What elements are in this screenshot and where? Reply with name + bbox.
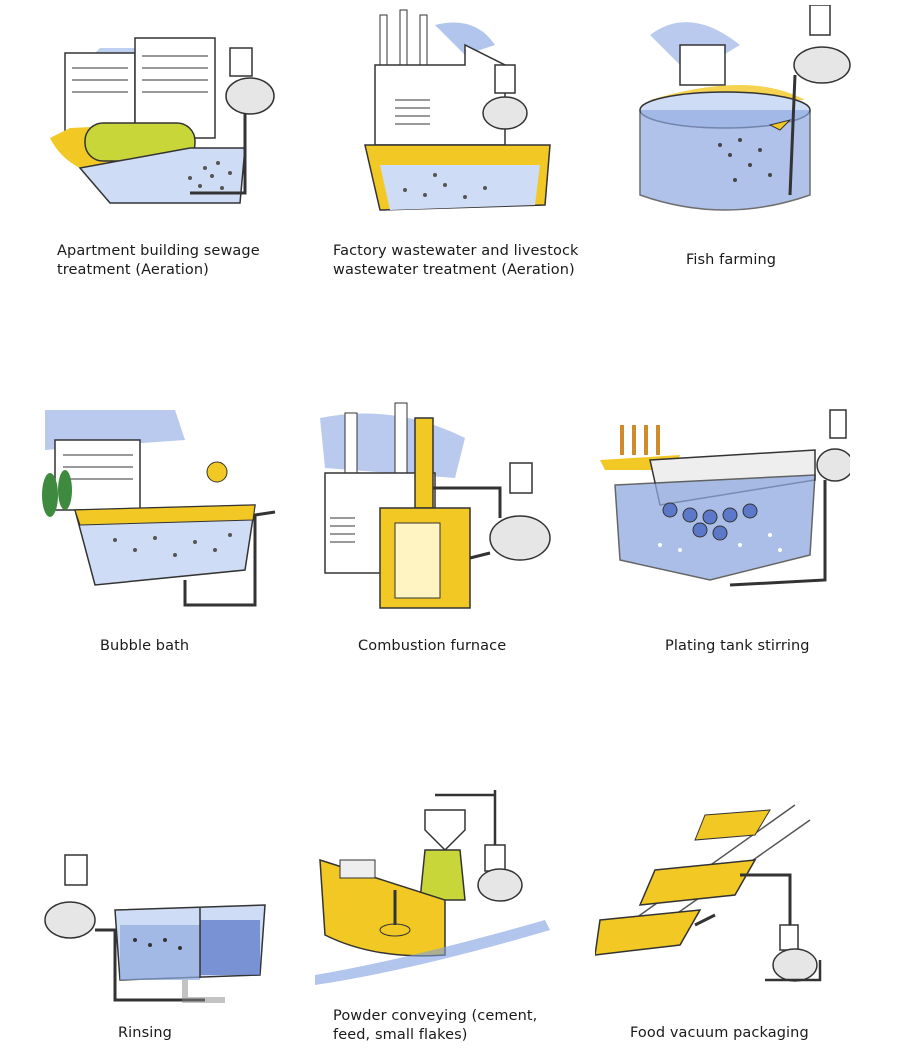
rinsing-illustration — [35, 800, 285, 1015]
apartment-sewage-illustration — [40, 8, 290, 223]
plating-tank-illustration — [600, 405, 850, 620]
caption-powder-conveying: Powder conveying (cement, feed, small fl… — [333, 1008, 538, 1043]
bubble-bath-illustration — [35, 400, 285, 615]
caption-factory-wastewater: Factory wastewater and livestock wastewa… — [333, 243, 579, 278]
caption-apartment-sewage: Apartment building sewage treatment (Aer… — [57, 243, 260, 278]
caption-food-vacuum-packaging: Food vacuum packaging — [630, 1025, 809, 1041]
caption-plating-tank: Plating tank stirring — [665, 638, 810, 654]
factory-wastewater-illustration — [335, 5, 585, 220]
caption-combustion-furnace: Combustion furnace — [358, 638, 507, 654]
fish-farming-illustration — [630, 5, 880, 220]
combustion-furnace-illustration — [315, 398, 565, 613]
caption-bubble-bath: Bubble bath — [100, 638, 190, 654]
powder-conveying-illustration — [315, 790, 565, 1005]
caption-rinsing: Rinsing — [118, 1025, 172, 1041]
caption-fish-farming: Fish farming — [686, 252, 777, 268]
food-vacuum-packaging-illustration — [595, 785, 845, 1000]
